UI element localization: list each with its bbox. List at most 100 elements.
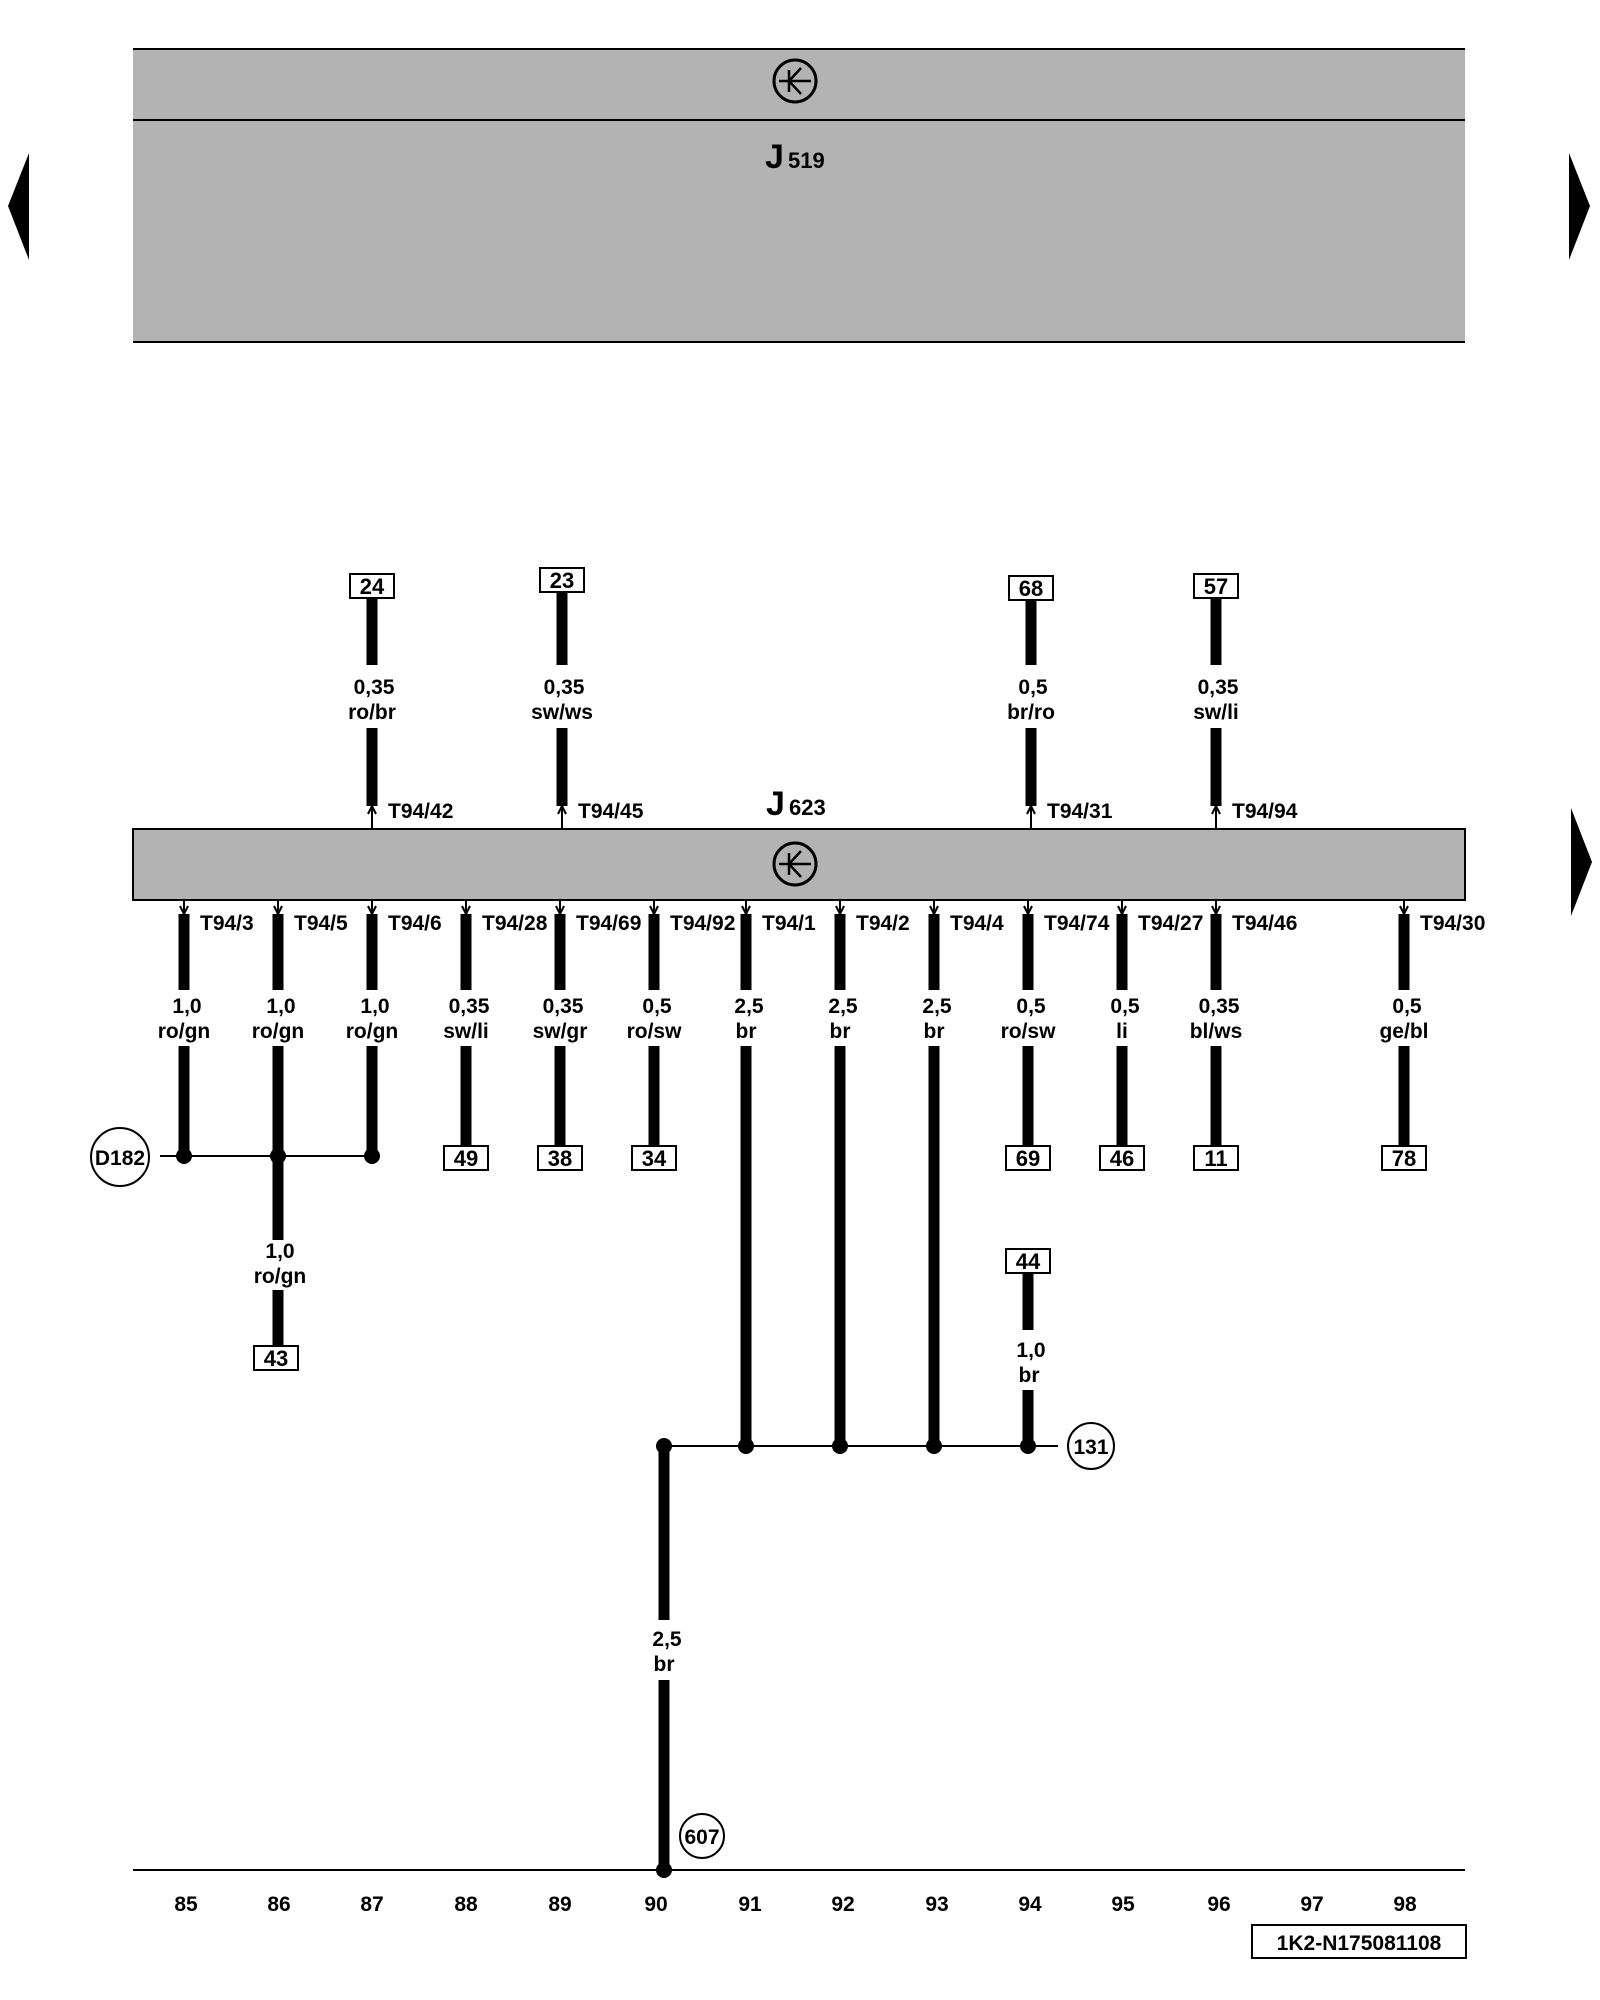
pin-label: T94/45: [578, 800, 644, 823]
pin-label: T94/28: [482, 912, 548, 935]
unit-j519-letter: J: [765, 138, 784, 176]
ground-wire-size: 2,5: [652, 1628, 682, 1651]
column-number: 89: [548, 1893, 571, 1916]
bottom-wire: T94/3 1,0ro/gn: [158, 900, 254, 1156]
column-number: 87: [360, 1893, 383, 1916]
wire-color: ro/gn: [346, 1020, 399, 1043]
ref-box: 34: [642, 1146, 667, 1171]
wire-size: 0,35: [543, 995, 584, 1018]
wire-color: sw/li: [1193, 701, 1239, 724]
bottom-wire: T94/22,5br: [828, 900, 910, 1446]
pin-arrow-icon: [1026, 803, 1036, 815]
ref-box: 49: [454, 1146, 478, 1171]
wire-size: 1,0: [266, 995, 295, 1018]
circle-131-label: 131: [1073, 1436, 1108, 1459]
bottom-wire: T94/61,0ro/gn: [346, 900, 442, 1156]
ref-box: 69: [1016, 1146, 1040, 1171]
wire-color: br: [830, 1020, 851, 1043]
wire-color: li: [1116, 1020, 1128, 1043]
wire-size: 0,35: [1199, 995, 1240, 1018]
wire-size: 0,35: [544, 676, 585, 699]
next-page-arrow-icon[interactable]: [1569, 153, 1590, 260]
column-number: 97: [1300, 1893, 1323, 1916]
wire-size: 2,5: [828, 995, 858, 1018]
wire-color: sw/gr: [533, 1020, 588, 1043]
bottom-wires: T94/31,0ro/gnT94/51,0ro/gnT94/61,0ro/gnT…: [158, 900, 1485, 1446]
wire-size: 0,35: [449, 995, 490, 1018]
pin-label: T94/6: [388, 912, 442, 935]
wire-44-size: 1,0: [1016, 1339, 1045, 1362]
pin-arrow-icon: [1211, 803, 1221, 815]
pin-label: T94/92: [670, 912, 735, 935]
wire-size: 1,0: [172, 995, 201, 1018]
control-unit-j623: J 623: [132, 785, 1466, 901]
control-unit-j519: J 519: [133, 48, 1465, 343]
ref-box: 68: [1019, 576, 1043, 601]
column-number: 91: [738, 1893, 762, 1916]
next-page-arrow-2-icon[interactable]: [1571, 808, 1592, 916]
branch-86-size: 1,0: [265, 1240, 294, 1263]
column-number: 90: [644, 1893, 667, 1916]
ref-box: 38: [548, 1146, 572, 1171]
wire-size: 0,5: [1110, 995, 1140, 1018]
ref-box: 24: [360, 574, 385, 599]
wire-color: ro/sw: [1001, 1020, 1057, 1043]
ground-wire-color: br: [654, 1653, 675, 1676]
ground-wire-607: 2,5 br 607: [652, 1446, 725, 1878]
wire-size: 0,5: [1018, 676, 1048, 699]
pin-arrow-icon: [367, 803, 377, 815]
prev-page-arrow-icon[interactable]: [8, 153, 29, 260]
unit-j519-number: 519: [788, 148, 825, 173]
bottom-wire: T94/12,5br: [734, 900, 816, 1446]
wire-size: 0,5: [1392, 995, 1422, 1018]
pin-label: T94/74: [1044, 912, 1110, 935]
wire-color: ro/gn: [158, 1020, 211, 1043]
pin-label: T94/1: [762, 912, 816, 935]
pin-label: T94/31: [1047, 800, 1113, 823]
connection-d182: D182: [90, 1127, 380, 1187]
wire-color: br: [736, 1020, 757, 1043]
ref-box-43: 43: [264, 1346, 288, 1371]
wire-color: bl/ws: [1190, 1020, 1243, 1043]
circle-607-label: 607: [684, 1826, 719, 1849]
branch-86-color: ro/gn: [254, 1265, 307, 1288]
ref-box: 78: [1392, 1146, 1416, 1171]
pin-arrow-icon: [557, 803, 567, 815]
wire-size: 0,35: [1198, 676, 1239, 699]
pin-label: T94/30: [1420, 912, 1485, 935]
bottom-wire: T94/5 1,0ro/gn: [252, 900, 348, 1156]
wire-color: ro/sw: [627, 1020, 683, 1043]
wire-color: ro/gn: [252, 1020, 305, 1043]
column-number: 95: [1111, 1893, 1135, 1916]
column-number: 88: [454, 1893, 478, 1916]
branch-86-wire: 1,0 ro/gn 43: [253, 1156, 307, 1371]
wire-44: 44 1,0 br: [1005, 1248, 1051, 1446]
pin-label: T94/42: [388, 800, 453, 823]
pin-label: T94/3: [200, 912, 254, 935]
ground-bus: 131: [656, 1422, 1115, 1470]
wire-color: sw/ws: [531, 701, 593, 724]
top-wires: 240,35ro/brT94/42230,35sw/wsT94/45680,5b…: [348, 567, 1298, 829]
d182-label: D182: [95, 1147, 145, 1170]
column-number: 98: [1393, 1893, 1417, 1916]
wire-color: ge/bl: [1379, 1020, 1428, 1043]
bottom-wire: T94/30 0,5ge/bl 78: [1379, 900, 1485, 1171]
column-number: 92: [831, 1893, 854, 1916]
wire-44-color: br: [1019, 1364, 1040, 1387]
pin-label: T94/94: [1232, 800, 1298, 823]
pin-label: T94/4: [950, 912, 1004, 935]
pin-label: T94/5: [294, 912, 348, 935]
wire-size: 0,5: [1016, 995, 1046, 1018]
wire-color: sw/li: [443, 1020, 489, 1043]
wire-size: 2,5: [922, 995, 952, 1018]
wire-size: 0,35: [354, 676, 395, 699]
